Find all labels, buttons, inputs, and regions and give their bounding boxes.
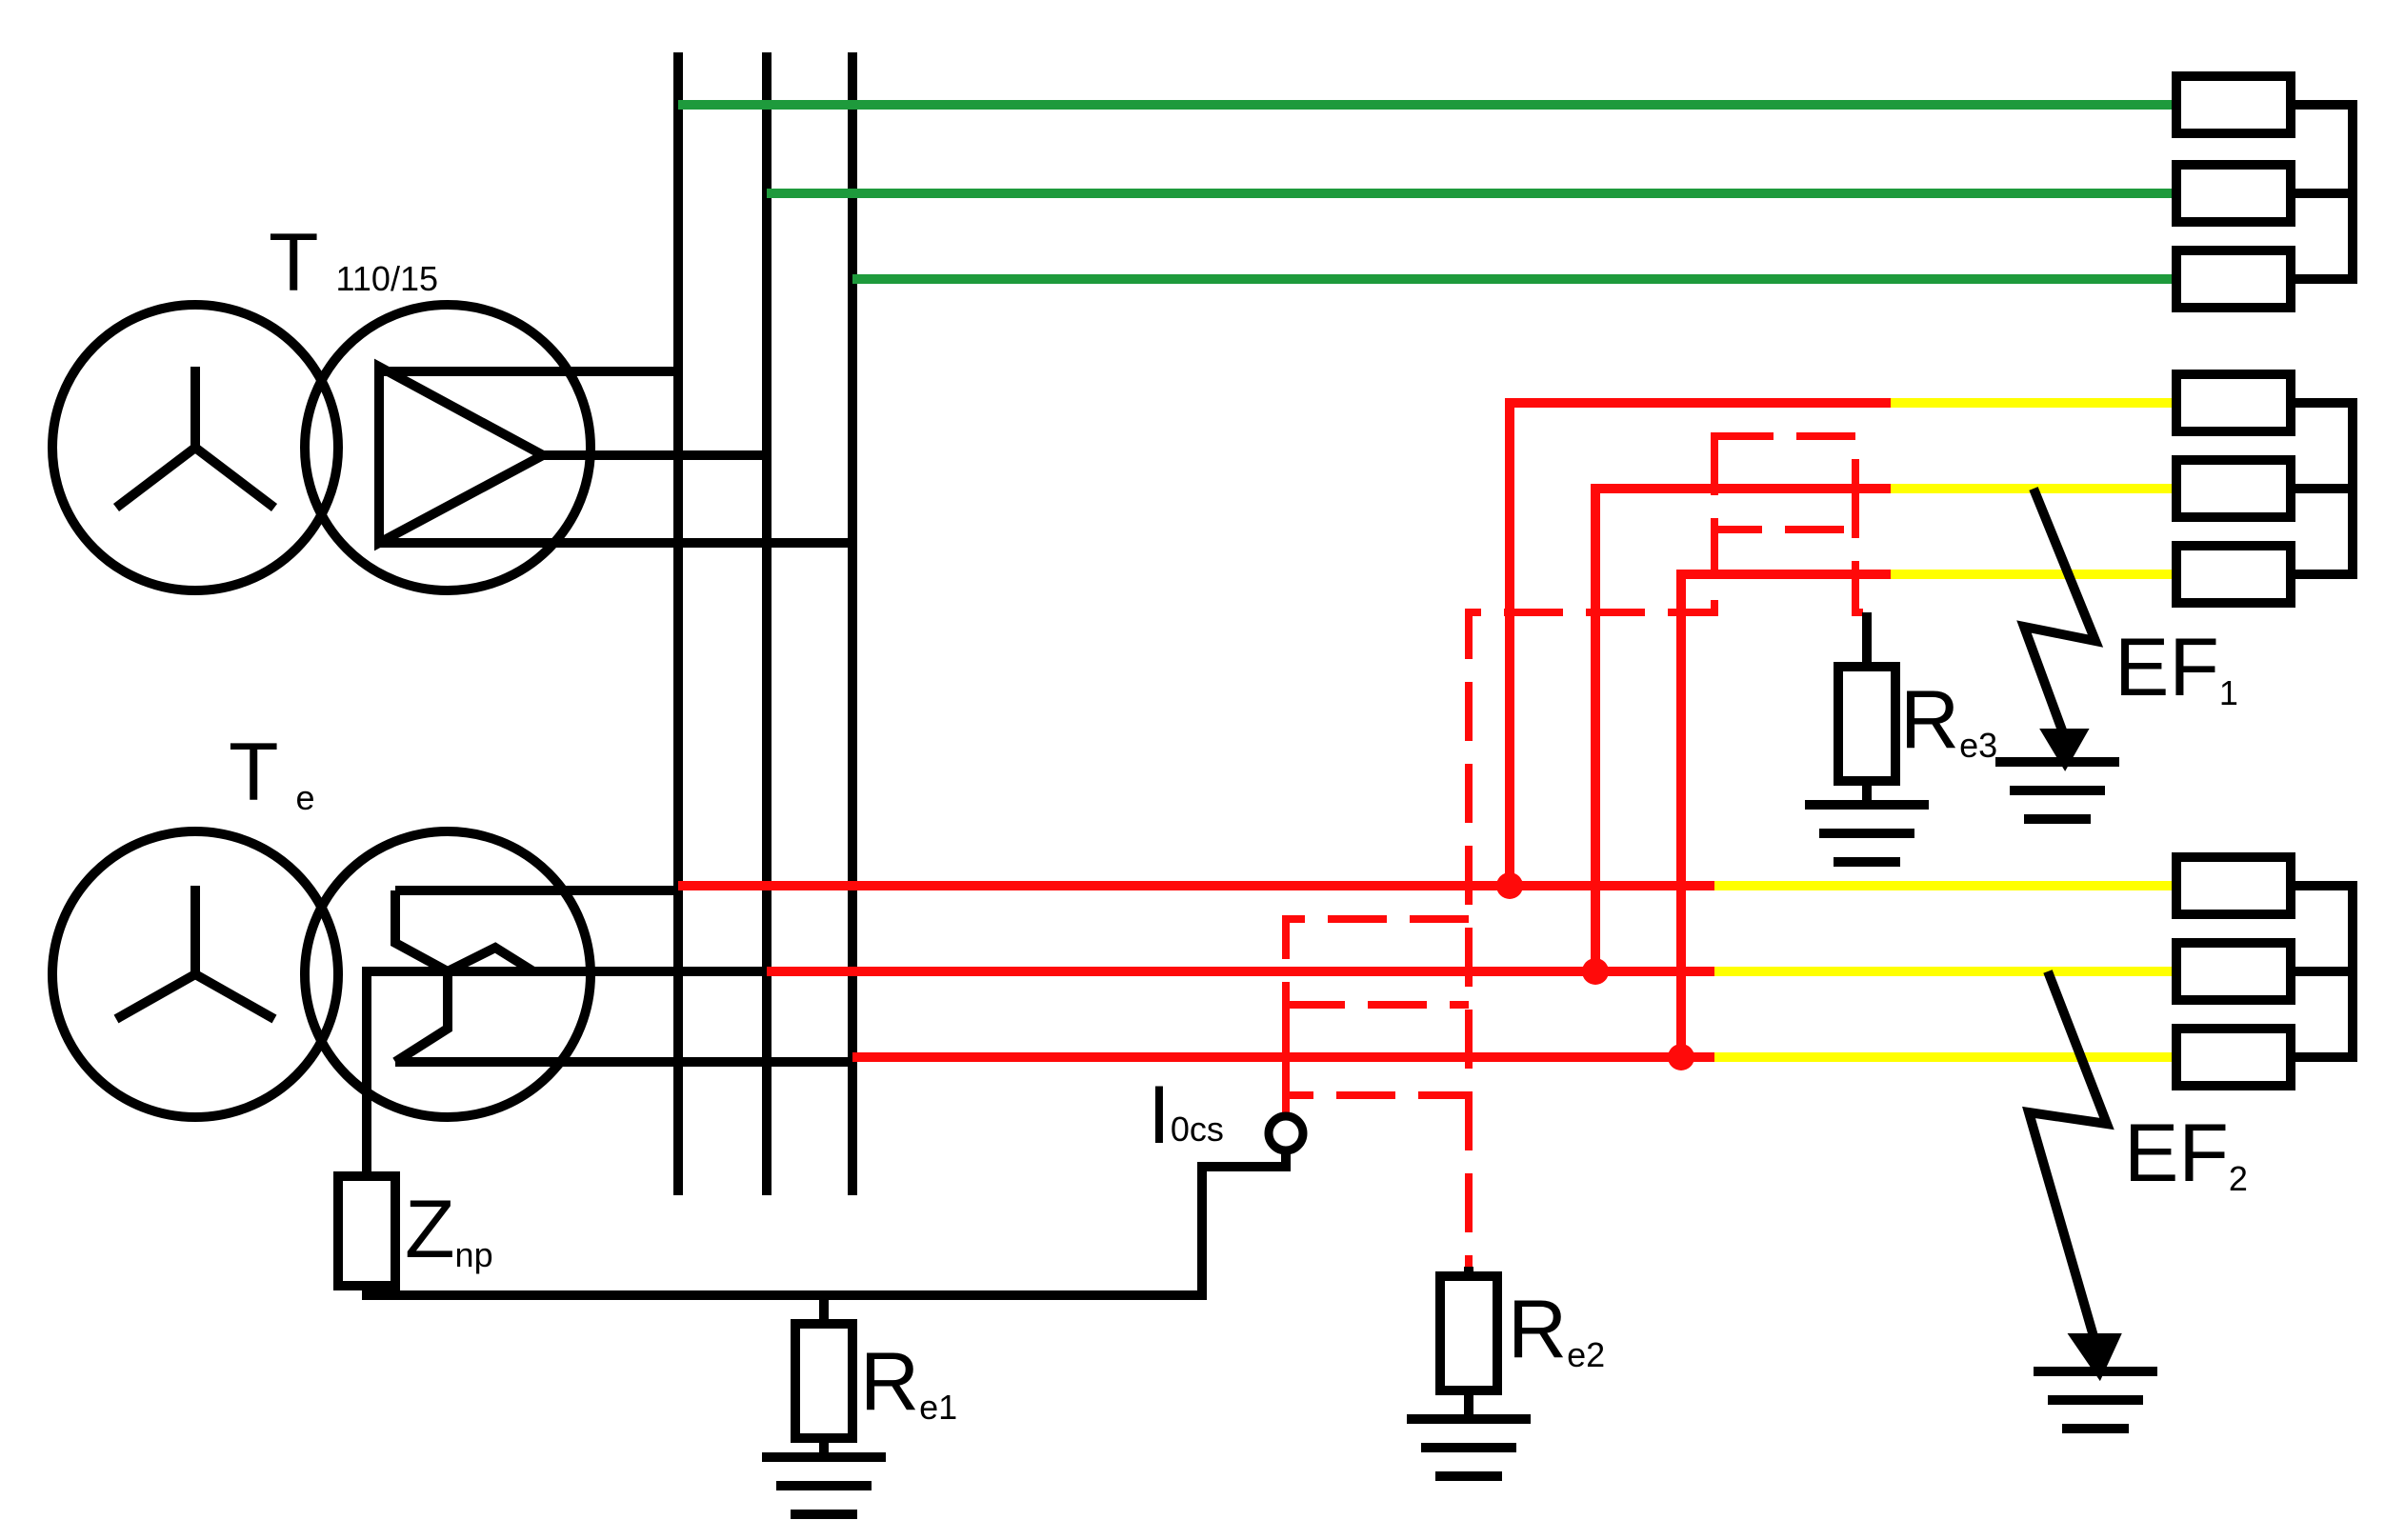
load-resistor [2172,71,2295,138]
load-resistor [2172,246,2295,312]
label-ef1: EF1 [2114,622,2238,713]
load-resistor [2172,852,2295,919]
load-group-ef2 [2172,852,2357,1090]
label-re2: Re2 [1508,1284,1605,1375]
arrow-head [2067,1333,2122,1382]
junction-dots [1496,872,1694,1070]
earth-fault-ef1 [1995,487,2119,824]
load-resistor [2172,1024,2295,1090]
star-winding-symbol [112,367,278,511]
cable-screen-ef2 [1282,915,1469,1124]
load-group-healthy [2172,71,2357,312]
label-re1: Re1 [860,1336,957,1428]
zigzag-winding-symbol [391,890,551,1067]
load-resistor [2172,455,2295,522]
re2-resistor [1435,1271,1502,1395]
current-sensor-i0cs [1264,1111,1308,1155]
busbars [673,52,857,1195]
re3-earthing [1834,612,1900,805]
re2-earthing [1435,1267,1502,1419]
transformer-te [48,827,595,1122]
earth-fault-ef2 [2022,970,2157,1433]
junction-dot [1582,958,1609,985]
neutral-earthing-circuit [333,967,1291,1457]
faulted-feeder-ef2-cable [678,881,1714,1062]
te-connections [395,886,852,1067]
label-znp: Znp [405,1184,493,1275]
arrow-head [2039,729,2090,771]
label-ef2: EF2 [2124,1108,2248,1199]
load-resistor [2172,541,2295,608]
cable-screen-ef1 [1465,432,1871,1267]
load-resistor [2172,160,2295,227]
load-resistor [2172,370,2295,436]
earth-symbol-re3 [1805,800,1929,867]
delta-winding-symbol [374,358,553,551]
transformer-t110-primary-winding [48,300,343,595]
label-re3: Re3 [1900,674,1997,766]
load-resistor [2172,938,2295,1005]
faulted-feeder-ef2-overhead [1714,881,2176,1062]
junction-dot [1668,1044,1694,1070]
znp-impedance [333,1171,400,1290]
transformer-t110 [48,300,595,595]
star-winding-symbol [113,886,277,1024]
re1-resistor [791,1319,857,1443]
load-group-ef1 [2172,370,2357,608]
re3-resistor [1834,662,1900,786]
transformer-te-primary-winding [48,827,343,1122]
transformer-t110-secondary-winding [300,300,595,595]
t110-connections [379,367,852,548]
earth-symbol-re1 [762,1452,886,1519]
healthy-feeder [678,100,2176,284]
earth-symbol-re2 [1407,1414,1531,1481]
label-i0cs: I0cs [1148,1070,1224,1161]
junction-dot [1496,872,1523,899]
faulted-feeder-ef1-cable [1505,398,1891,1057]
